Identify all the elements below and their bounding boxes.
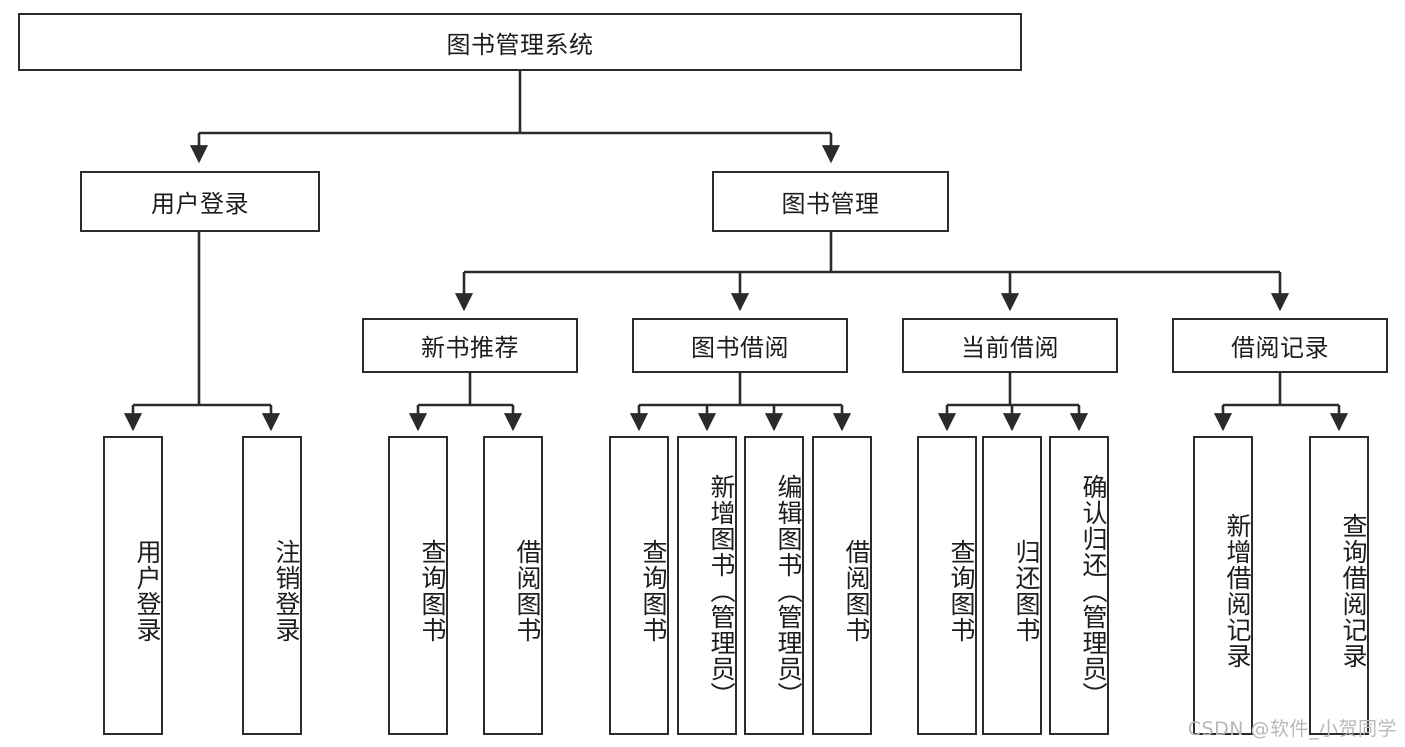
leaf-new-book-query[interactable]: 查询图书 xyxy=(388,436,448,735)
node-label: 归还图书 xyxy=(1012,538,1041,643)
leaf-current-return-book[interactable]: 归还图书 xyxy=(982,436,1042,735)
leaf-new-book-borrow[interactable]: 借阅图书 xyxy=(483,436,543,735)
node-label: 注销登录 xyxy=(272,538,301,643)
node-label: 新增借阅记录 xyxy=(1223,512,1252,669)
leaf-record-query-record[interactable]: 查询借阅记录 xyxy=(1309,436,1369,735)
leaf-borrow-edit-book-admin[interactable]: 编辑图书（管理员） xyxy=(744,436,804,735)
leaf-current-query-book[interactable]: 查询图书 xyxy=(917,436,977,735)
node-borrow-record[interactable]: 借阅记录 xyxy=(1172,318,1388,373)
node-new-book-recommend[interactable]: 新书推荐 xyxy=(362,318,578,373)
leaf-user-login-logout[interactable]: 注销登录 xyxy=(242,436,302,735)
leaf-record-add-record[interactable]: 新增借阅记录 xyxy=(1193,436,1253,735)
node-label: 用户登录 xyxy=(151,190,249,218)
node-user-login[interactable]: 用户登录 xyxy=(80,171,320,232)
leaf-borrow-borrow-book[interactable]: 借阅图书 xyxy=(812,436,872,735)
node-label: 查询图书 xyxy=(639,538,668,643)
node-label: 当前借阅 xyxy=(961,334,1059,362)
node-label: 图书管理 xyxy=(781,190,880,218)
node-label: 编辑图书（管理员） xyxy=(774,473,803,708)
leaf-borrow-query-book[interactable]: 查询图书 xyxy=(609,436,669,735)
node-label: 查询借阅记录 xyxy=(1339,512,1368,669)
node-label: 借阅记录 xyxy=(1231,334,1329,362)
node-label: 查询图书 xyxy=(947,538,976,643)
leaf-current-confirm-return-admin[interactable]: 确认归还（管理员） xyxy=(1049,436,1109,735)
node-label: 借阅图书 xyxy=(842,538,871,643)
node-label: 查询图书 xyxy=(418,538,447,643)
node-book-management[interactable]: 图书管理 xyxy=(712,171,949,232)
node-label: 借阅图书 xyxy=(513,538,542,643)
leaf-user-login-login[interactable]: 用户登录 xyxy=(103,436,163,735)
node-label: 新增图书（管理员） xyxy=(707,473,736,708)
leaf-borrow-add-book-admin[interactable]: 新增图书（管理员） xyxy=(677,436,737,735)
node-current-borrow[interactable]: 当前借阅 xyxy=(902,318,1118,373)
node-root-system[interactable]: 图书管理系统 xyxy=(18,13,1022,71)
node-label: 新书推荐 xyxy=(421,334,519,362)
node-label: 确认归还（管理员） xyxy=(1079,473,1108,708)
node-label: 图书管理系统 xyxy=(446,30,594,59)
node-label: 用户登录 xyxy=(133,538,162,643)
node-book-borrow[interactable]: 图书借阅 xyxy=(632,318,848,373)
node-label: 图书借阅 xyxy=(691,334,789,362)
watermark-text: CSDN @软件_小贺同学 xyxy=(1187,718,1397,740)
